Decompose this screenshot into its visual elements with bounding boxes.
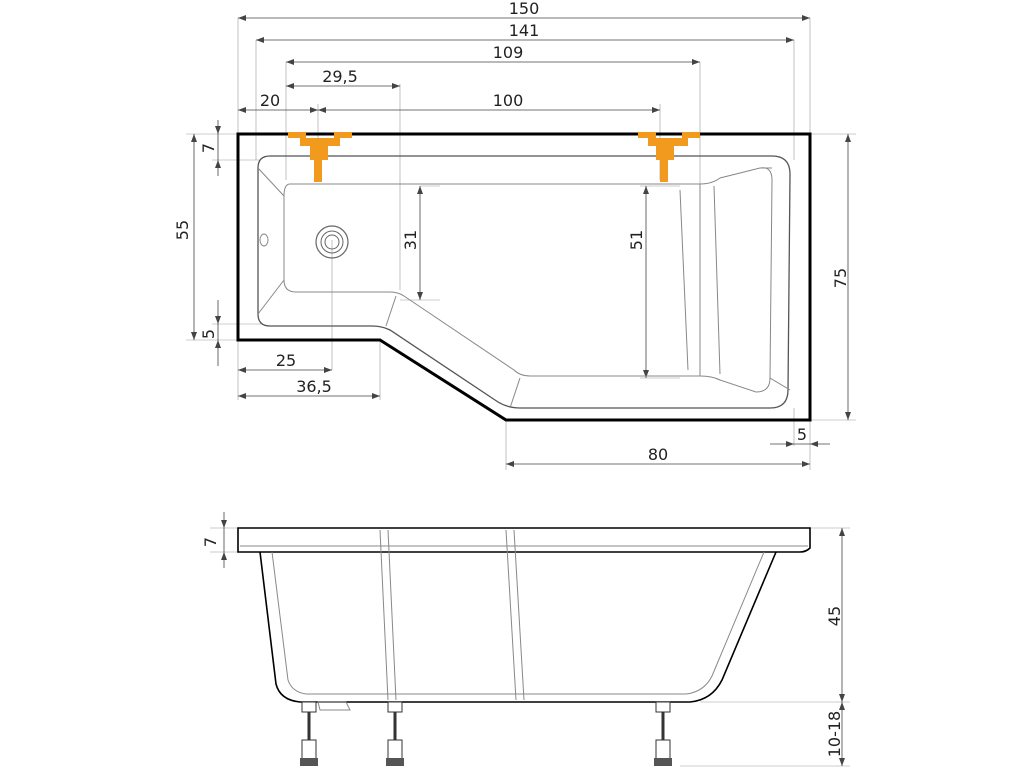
dim-wide-section-length: 80 [648,445,668,464]
side-rim [237,527,811,553]
tub-outline [236,132,812,422]
drain-icon [315,225,349,259]
dim-tap-spacing: 100 [493,91,524,110]
overflow-icon [259,233,269,247]
dim-drain-center: 25 [276,351,296,370]
dim-right-rim: 5 [797,425,807,444]
fitting-left-icon [288,132,352,182]
basin-rim [257,155,791,409]
dim-overall-width: 75 [831,268,850,288]
side-view: 7 45 10-18 [201,512,850,767]
leg-right-icon [654,701,672,766]
top-view: 150 141 109 29,5 20 100 7 55 5 31 51 75 … [173,0,856,470]
dim-rim-length: 141 [509,21,540,40]
dim-overall-length: 150 [509,0,540,18]
dim-rim-depth: 7 [199,143,218,153]
dim-left-offset: 20 [260,91,280,110]
leg-left-icon [300,701,318,766]
dim-side-tub-depth: 45 [825,606,844,626]
dim-bottom-rim: 5 [199,329,218,339]
dim-drain-offset: 29,5 [322,67,358,86]
dim-inner-wide-width: 51 [627,230,646,250]
dim-inner-span: 109 [493,43,524,62]
dim-inner-narrow-width: 31 [401,230,420,250]
dim-side-rim-thickness: 7 [201,537,220,547]
leg-center-icon [386,701,404,766]
basin-floor [283,167,773,393]
dim-narrow-section-length: 36,5 [296,377,332,396]
fitting-right-icon [638,132,700,182]
dim-narrow-width: 55 [173,220,192,240]
dim-side-leg-height: 10-18 [825,711,844,758]
side-body [259,551,777,703]
